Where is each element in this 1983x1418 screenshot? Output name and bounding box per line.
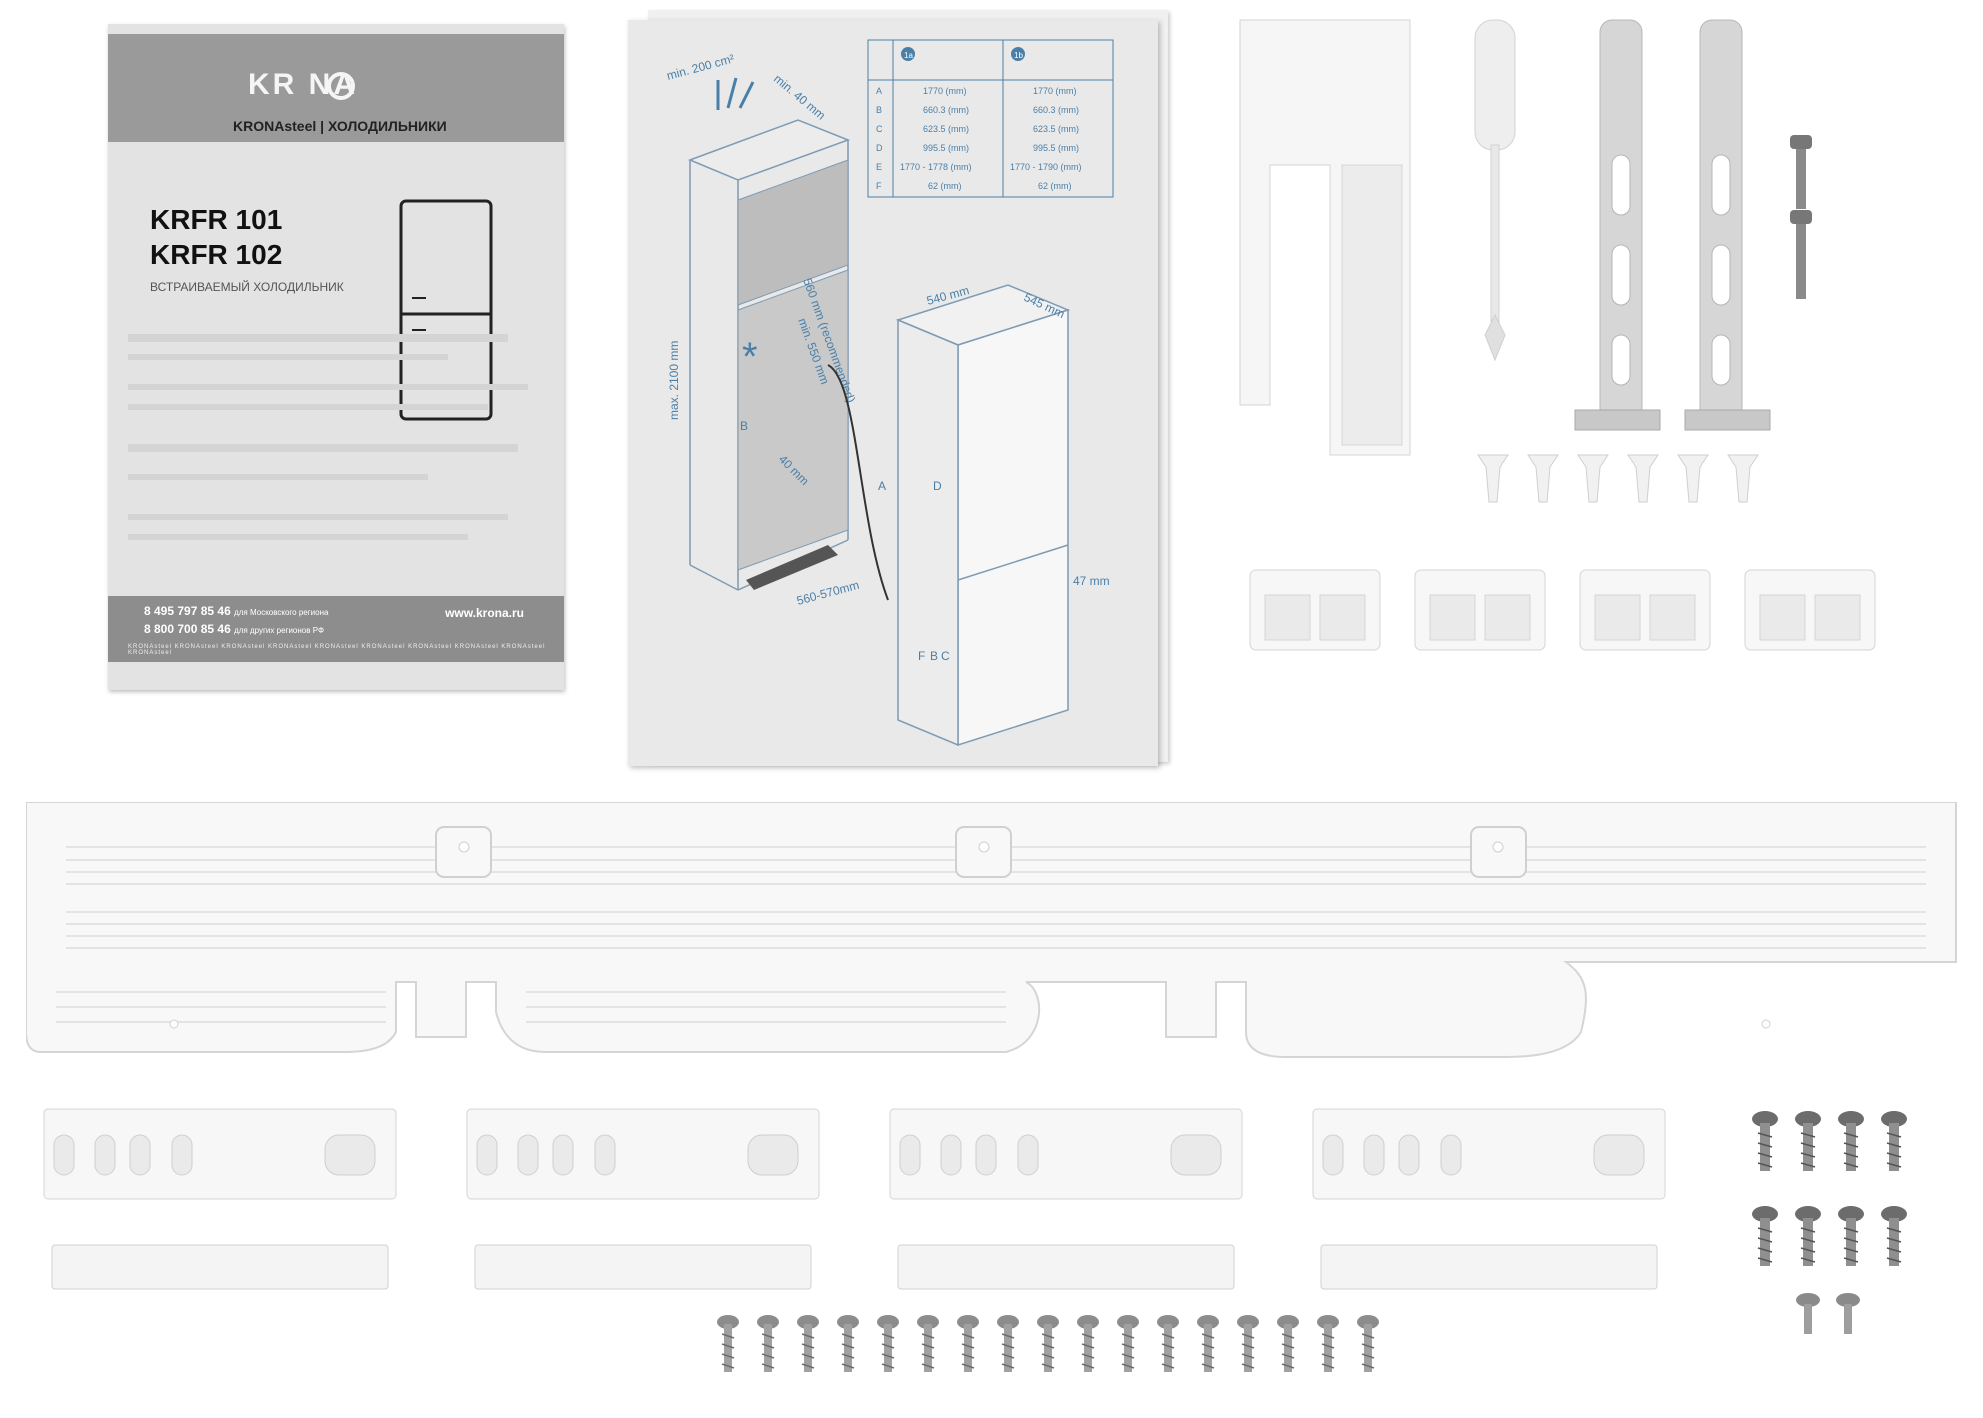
product-description: ВСТРАИВАЕМЫЙ ХОЛОДИЛЬНИК — [150, 280, 344, 294]
l-shaped-bracket — [1239, 19, 1411, 456]
faded-text-background — [128, 334, 528, 540]
installation-diagram: min. 200 cm² min. 40 mm max. 2100 mm 560… — [665, 39, 1114, 747]
svg-text:E: E — [876, 162, 882, 172]
phone-moscow: 8 495 797 85 46 для Московского региона — [144, 604, 329, 618]
svg-text:A: A — [876, 86, 882, 96]
asterisk-icon: * — [742, 335, 758, 379]
model-number-2: KRFR 102 — [150, 239, 283, 270]
svg-text:1770 - 1778 (mm): 1770 - 1778 (mm) — [900, 162, 972, 172]
svg-text:1770 (mm): 1770 (mm) — [923, 86, 967, 96]
metal-bracket-right — [1684, 19, 1771, 431]
installation-sheet: min. 200 cm² min. 40 mm max. 2100 mm 560… — [628, 20, 1158, 766]
vent-area-label: min. 200 cm² — [665, 51, 736, 82]
svg-text:D: D — [876, 143, 883, 153]
bolt-icon — [1790, 135, 1812, 299]
side-gap-label: 47 mm — [1073, 574, 1110, 588]
long-mounting-rail — [26, 802, 1957, 1058]
manual-booklet: KR NA KRONAsteel | ХОЛОДИЛЬНИКИ KRFR 101… — [108, 24, 564, 690]
vent-grille — [746, 545, 838, 590]
svg-text:C: C — [876, 124, 883, 134]
svg-text:1770 - 1790 (mm): 1770 - 1790 (mm) — [1010, 162, 1082, 172]
svg-text:660.3 (mm): 660.3 (mm) — [923, 105, 969, 115]
upper-cabinet-door — [737, 159, 849, 306]
svg-text:62 (mm): 62 (mm) — [1038, 181, 1072, 191]
manual-footer: 8 495 797 85 46 для Московского региона … — [108, 596, 564, 662]
svg-text:660.3 (mm): 660.3 (mm) — [1033, 105, 1079, 115]
cabinet-opening — [737, 269, 849, 571]
logo-o-icon — [327, 72, 355, 100]
letter-c: C — [941, 649, 950, 663]
square-bracket-row — [1249, 569, 1876, 651]
letter-f: F — [918, 649, 925, 663]
plastic-tool-icon — [1474, 19, 1516, 362]
cabinet-width-label: 560-570mm — [795, 578, 860, 608]
dimensions-table: 1a 1b A 1770 (mm) 1770 (mm) B 660.3 (mm)… — [867, 39, 1114, 198]
letter-b: B — [740, 419, 748, 433]
top-gap-label: min. 40 mm — [771, 72, 828, 123]
svg-text:1770 (mm): 1770 (mm) — [1033, 86, 1077, 96]
website-url: www.krona.ru — [445, 606, 524, 620]
letter-a: A — [878, 479, 886, 493]
large-screw-group — [1751, 1110, 1908, 1334]
svg-text:B: B — [876, 105, 882, 115]
svg-text:62 (mm): 62 (mm) — [928, 181, 962, 191]
plastic-clip-row — [1477, 454, 1759, 503]
hinge-bracket-group — [43, 1108, 1666, 1290]
power-cord — [827, 364, 889, 601]
svg-text:1b: 1b — [1014, 51, 1023, 60]
letter-d: D — [933, 479, 942, 493]
model-number-1: KRFR 101 — [150, 204, 283, 235]
svg-text:1a: 1a — [904, 51, 913, 60]
manual-header-band — [108, 34, 564, 142]
airflow-arrows-icon — [716, 77, 755, 110]
letter-b-2: B — [930, 649, 938, 663]
svg-text:623.5 (mm): 623.5 (mm) — [923, 124, 969, 134]
small-screw-row — [717, 1314, 1380, 1373]
hardware-parts-group — [1239, 19, 1876, 651]
manual-subtitle: KRONAsteel | ХОЛОДИЛЬНИКИ — [233, 118, 447, 134]
phone-regions: 8 800 700 85 46 для других регионов РФ — [144, 622, 325, 636]
svg-text:623.5 (mm): 623.5 (mm) — [1033, 124, 1079, 134]
svg-text:995.5 (mm): 995.5 (mm) — [1033, 143, 1079, 153]
cabinet-height-label: max. 2100 mm — [667, 341, 681, 420]
svg-text:995.5 (mm): 995.5 (mm) — [923, 143, 969, 153]
brand-strip: KRONAsteel KRONAsteel KRONAsteel KRONAst… — [128, 644, 546, 656]
svg-text:F: F — [876, 181, 882, 191]
fridge-outline-icon — [399, 199, 493, 421]
metal-bracket-left — [1574, 19, 1661, 431]
